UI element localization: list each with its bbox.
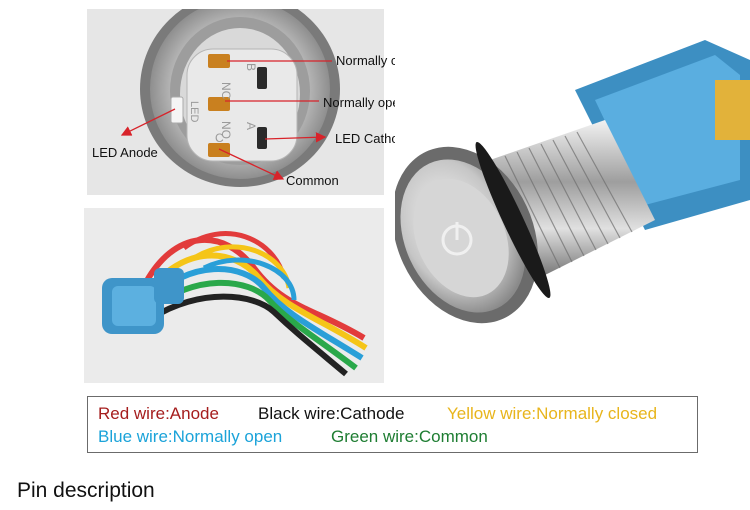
legend-black-wire: Black wire:Cathode: [258, 404, 405, 423]
callout-led-cathode: LED Cathode: [335, 131, 414, 146]
mark-b: B: [244, 63, 258, 71]
switch-product-photo: [395, 0, 750, 395]
legend-blue-wire: Blue wire:Normally open: [98, 427, 283, 446]
mark-a: A: [244, 122, 258, 130]
mark-c: C: [215, 131, 224, 145]
mark-no: NO: [219, 121, 233, 139]
wire-harness-illustration: [84, 208, 384, 383]
mark-led: LED: [188, 101, 200, 122]
pin-layout-photo: NC NO C LED B A: [87, 9, 384, 195]
legend-red-wire: Red wire:Anode: [98, 404, 219, 423]
page-title: Pin description: [17, 479, 155, 502]
wire-harness-photo: [84, 208, 384, 383]
callout-common: Common: [286, 173, 339, 188]
wire-color-legend: Red wire:Anode Black wire:Cathode Yellow…: [87, 396, 698, 453]
legend-green-wire: Green wire:Common: [331, 427, 488, 446]
callout-normally-open: Normally open: [323, 95, 407, 110]
push-button-switch-illustration: [395, 40, 750, 324]
arrow-led-cathode: [264, 132, 327, 143]
switch-back-illustration: NC NO C LED B A: [87, 9, 384, 195]
callout-led-anode: LED Anode: [92, 145, 158, 160]
mark-nc: NC: [219, 82, 233, 100]
arrow-common: [218, 148, 285, 180]
legend-yellow-wire: Yellow wire:Normally closed: [447, 404, 658, 423]
arrow-led-anode: [120, 108, 176, 136]
